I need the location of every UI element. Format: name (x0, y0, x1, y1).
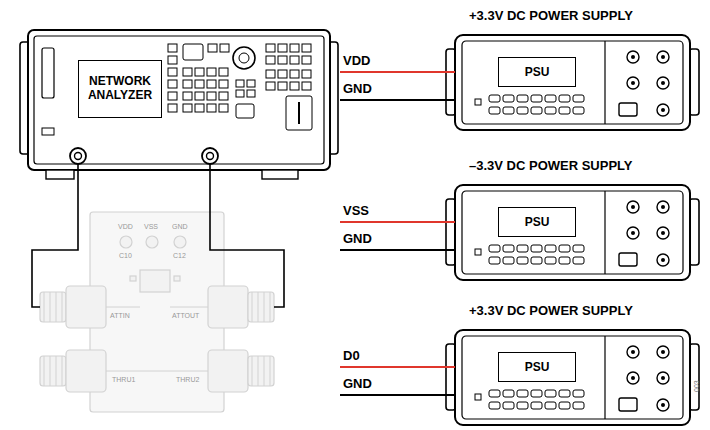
signal-name: GND (343, 232, 372, 246)
supply-title: –3.3V DC POWER SUPPLY (469, 158, 633, 173)
screen-label: PSU (525, 215, 550, 229)
power-supply: +3.3V DC POWER SUPPLY PSU (455, 303, 690, 425)
board-label: GND (172, 223, 188, 231)
signal-name: D0 (343, 349, 360, 363)
supply-title: +3.3V DC POWER SUPPLY (469, 303, 633, 318)
board-label: VDD (118, 223, 133, 231)
signal-name: VDD (343, 54, 370, 68)
signal-name: GND (343, 82, 372, 96)
signal-name: VSS (343, 204, 369, 218)
signal-name: GND (343, 377, 372, 391)
board-label: C10 (119, 252, 132, 260)
board-label: C12 (173, 252, 186, 260)
supply-screen: PSU (498, 57, 576, 87)
figure-number: 003 (693, 380, 701, 392)
board-label: THRU2 (176, 376, 199, 384)
analyzer-screen: NETWORK ANALYZER (78, 60, 162, 118)
board-label: VSS (144, 223, 158, 231)
board-label: THRU1 (112, 376, 135, 384)
screen-label: PSU (525, 65, 550, 79)
screen-label: NETWORK ANALYZER (79, 75, 161, 103)
supply-screen: PSU (498, 352, 576, 382)
board-label: ATTIN (110, 312, 130, 320)
power-supply: +3.3V DC POWER SUPPLY PSU (455, 8, 690, 130)
power-supply: –3.3V DC POWER SUPPLY PSU (455, 158, 690, 280)
screen-label: PSU (525, 360, 550, 374)
supply-title: +3.3V DC POWER SUPPLY (469, 8, 633, 23)
board-label: ATTOUT (172, 312, 199, 320)
supply-screen: PSU (498, 207, 576, 237)
